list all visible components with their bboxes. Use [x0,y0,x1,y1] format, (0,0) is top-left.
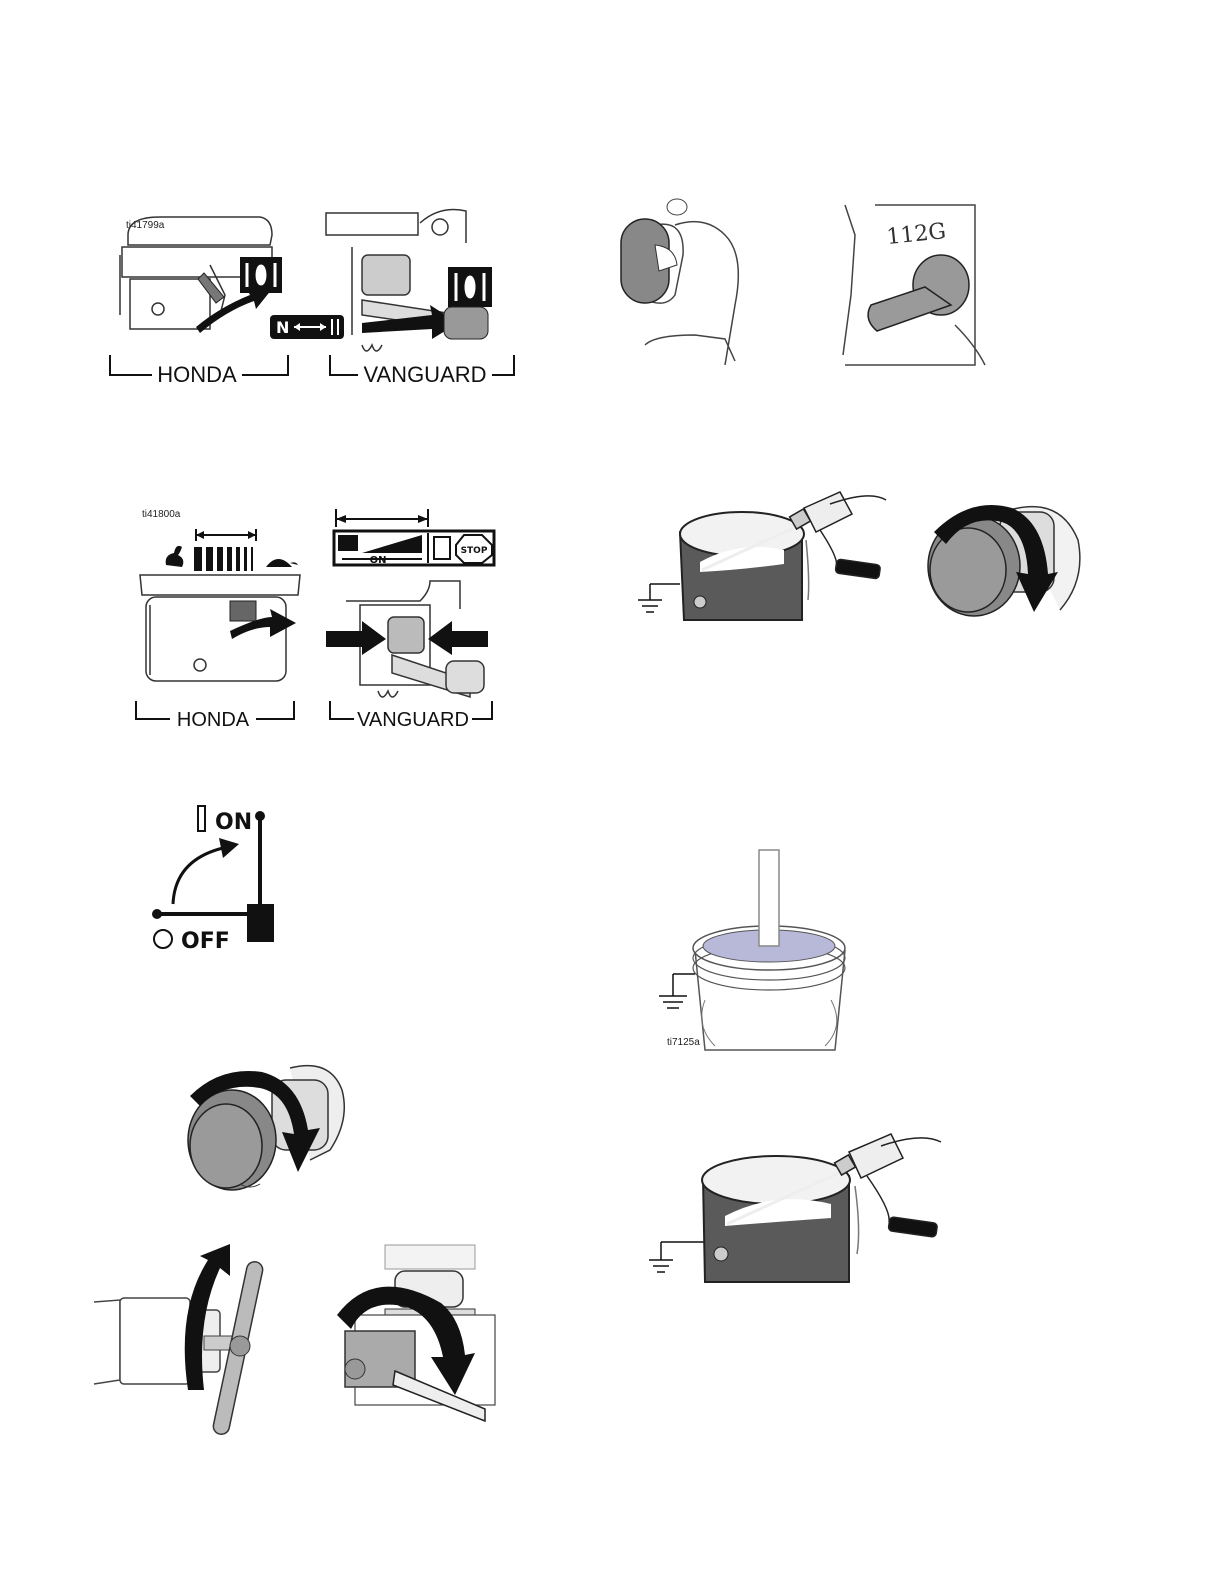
left-valve-drawing [621,199,738,365]
svg-text:ON: ON [370,555,387,566]
knob-face [930,528,1006,612]
figure-id: ti41800a [142,509,181,520]
figure-engine-switch: ON OFF [145,800,285,955]
ground-icon [649,1242,705,1272]
arrow-icon [428,621,488,655]
spray-gun [790,492,886,600]
on-symbol [198,806,205,831]
figure-prime-valve-alt [335,1245,500,1430]
ground-icon [659,974,695,1008]
arrow-icon [196,287,272,333]
figure-id: ti7125a [667,1037,700,1048]
suction-tube [759,850,779,946]
honda-label: HONDA [157,362,237,387]
valve-decal-text: 112G [885,219,947,250]
svg-text:N: N [276,318,289,337]
throttle-scale-icon [194,529,256,571]
vanguard-decal: ON STOP [334,509,494,566]
switch-base [247,904,274,942]
figure-fuel-valve: 112G [615,195,1005,390]
spray-gun [835,1134,941,1254]
figure-throttle: ti41800a [130,505,500,730]
honda-throttle-lever [230,601,256,621]
figure-grounded-pail: ti7125a [655,850,855,1055]
figure-flush-spray [630,490,1090,625]
switch-off-label: OFF [181,929,230,954]
ground-icon [638,584,680,612]
turtle-icon [266,559,298,567]
rabbit-icon [166,546,184,567]
vanguard-label: VANGUARD [357,709,469,731]
honda-label: HONDA [177,709,250,731]
vanguard-choke-knob [444,307,488,339]
off-symbol [154,930,172,948]
right-valve-drawing: 112G [843,205,985,365]
figure-prime-valve [90,1240,290,1445]
figure-spray-pail [645,1130,950,1285]
arrow-icon [326,621,386,655]
svg-text:STOP: STOP [461,546,488,556]
vanguard-label: VANGUARD [363,362,486,387]
switch-on-label: ON [215,810,252,835]
arrow-icon [173,848,223,904]
knob-face [190,1104,262,1188]
figure-pressure-knob [180,1050,360,1200]
figure-choke: ti41799a N [100,205,525,395]
